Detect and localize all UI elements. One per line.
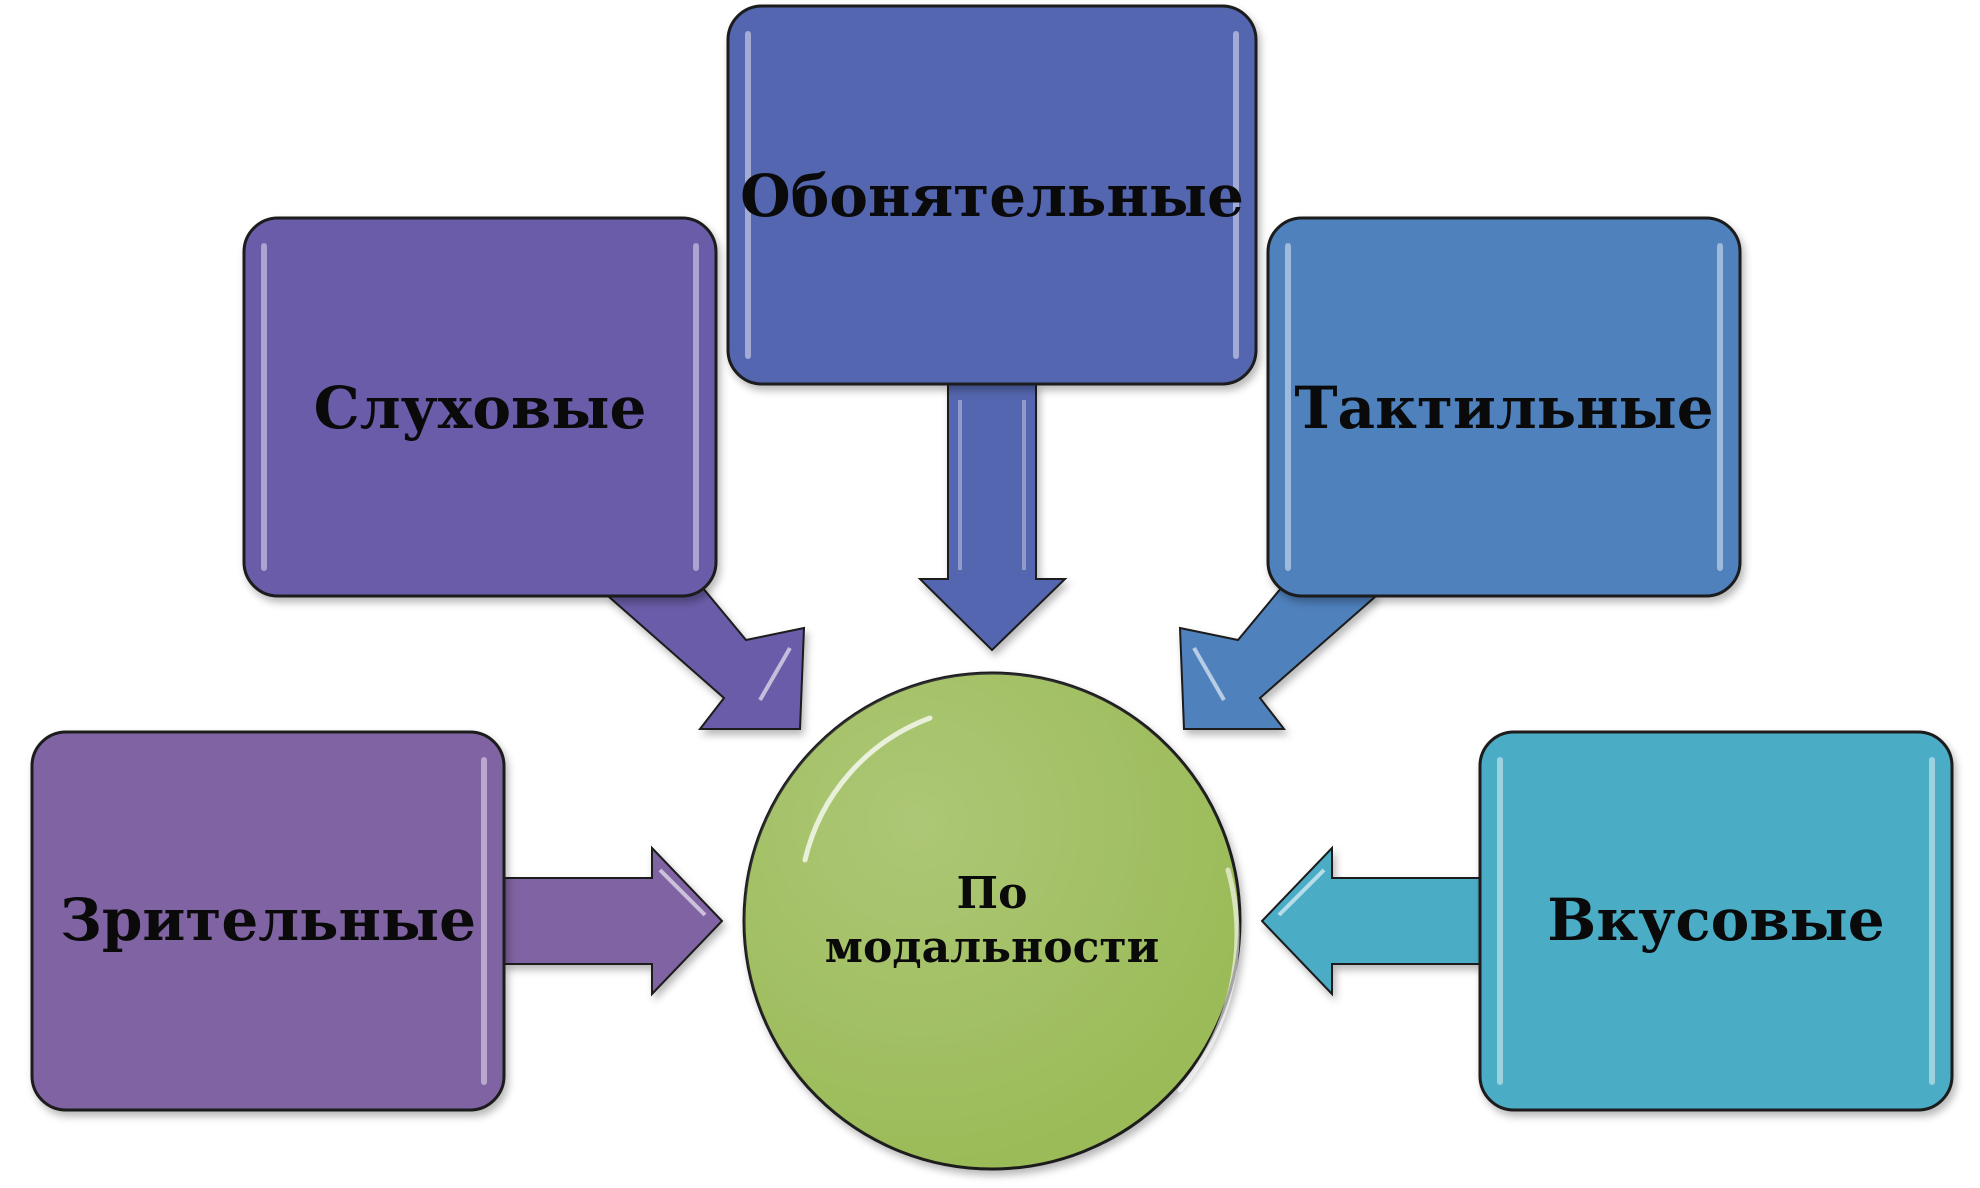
arrow-olfactory-to-center <box>917 383 1068 652</box>
node-tactile: Тактильные <box>1266 216 1742 598</box>
node-tactile-label: Тактильные <box>1294 374 1713 442</box>
node-olfactory-label: Обонятельные <box>740 162 1244 230</box>
node-auditory-label: Слуховые <box>314 374 647 442</box>
arrow-gustatory-to-center <box>1260 845 1481 997</box>
node-visual-label: Зрительные <box>60 886 476 954</box>
node-auditory: Слуховые <box>242 216 718 598</box>
center-label-line2: модальности <box>825 922 1160 973</box>
node-olfactory: Обонятельные <box>726 4 1258 386</box>
center-label-line1: По <box>957 868 1028 919</box>
node-gustatory: Вкусовые <box>1478 730 1954 1112</box>
arrow-visual-to-center <box>503 845 724 997</box>
center-node: По модальности <box>742 671 1242 1171</box>
node-gustatory-label: Вкусовые <box>1547 886 1884 954</box>
node-visual: Зрительные <box>30 730 506 1112</box>
